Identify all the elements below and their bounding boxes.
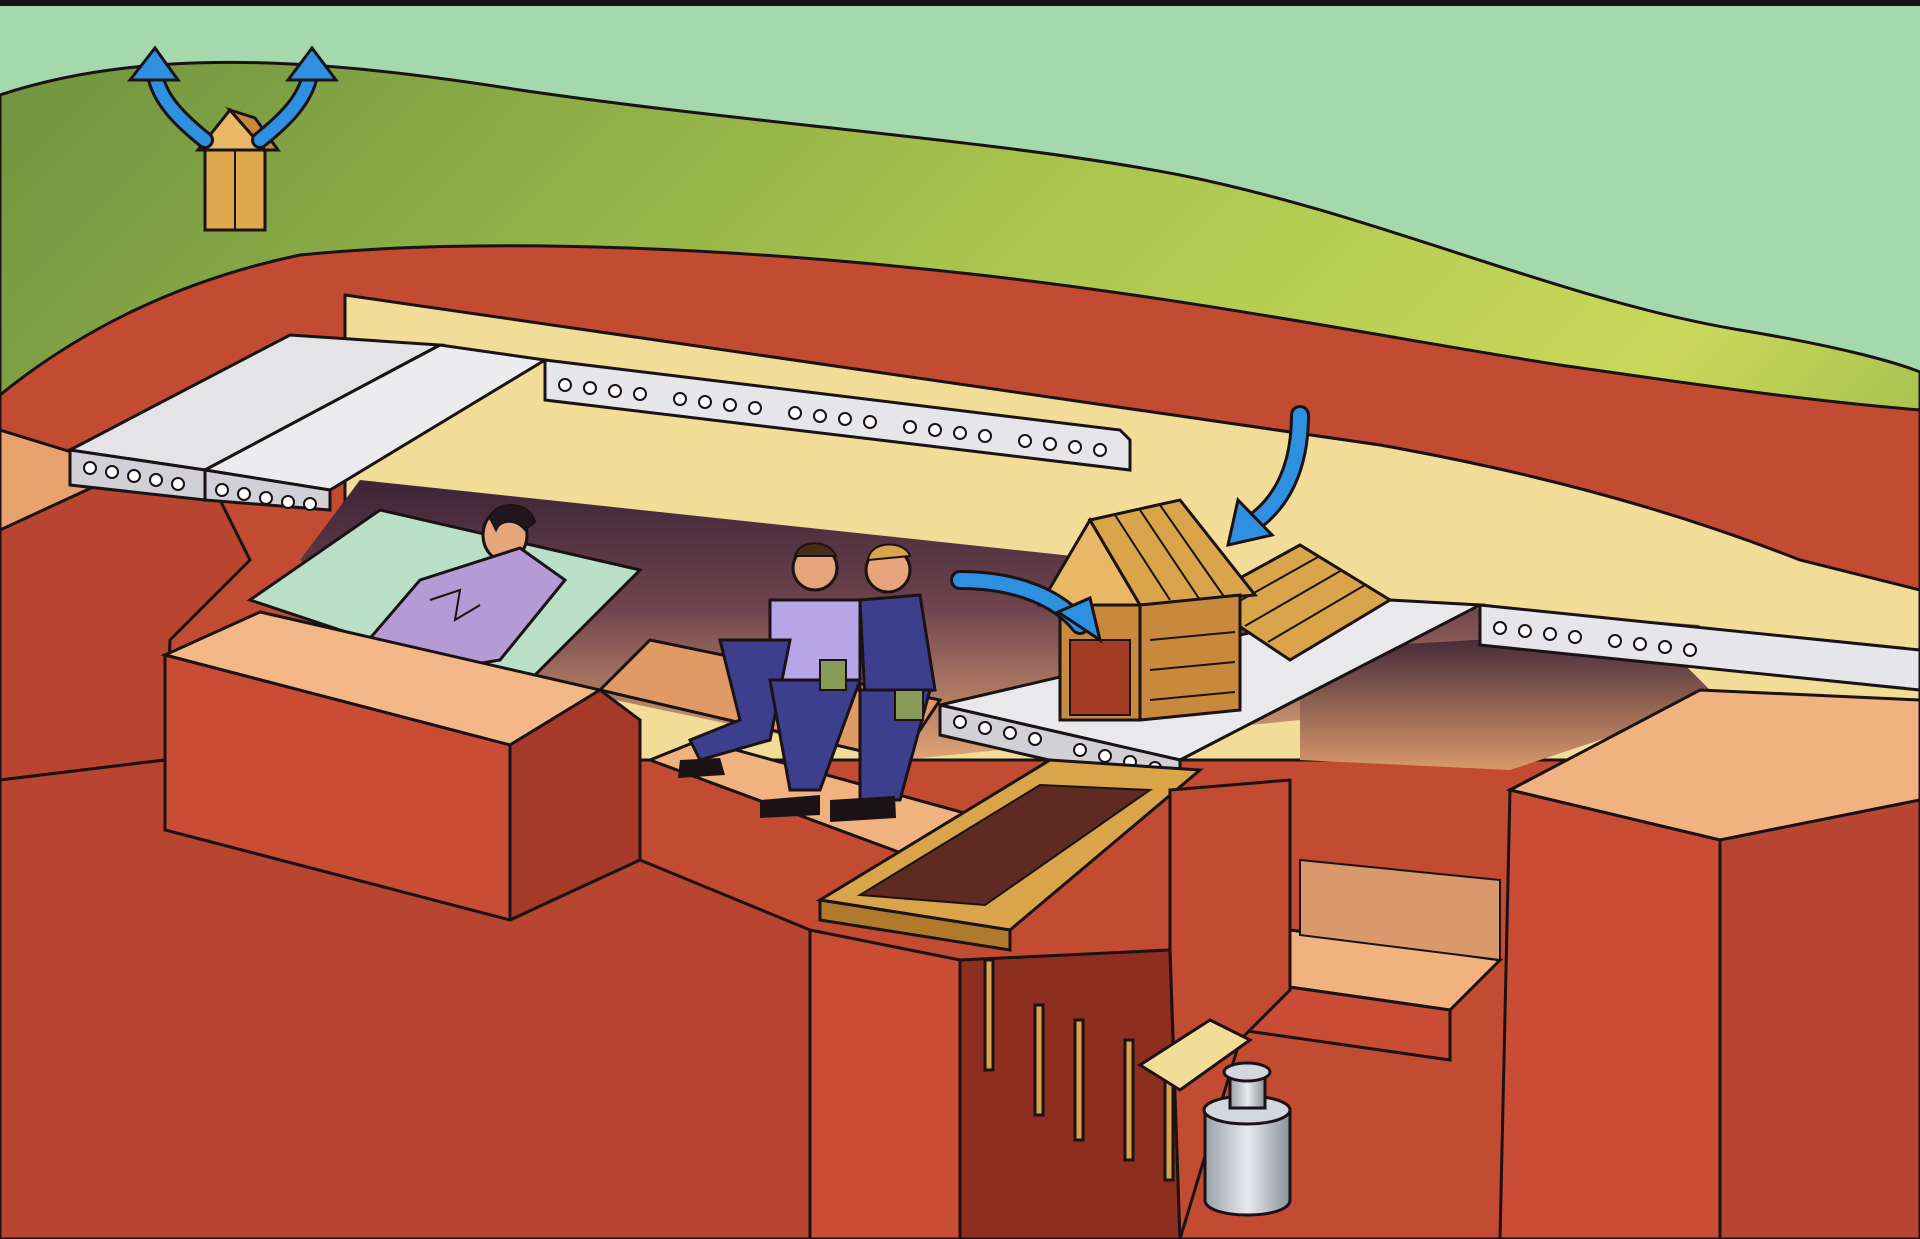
entrance-hatch [815, 758, 1204, 952]
wooden-step-planks [1197, 543, 1393, 662]
roof-beam-row [543, 358, 1920, 692]
left-bench-block [160, 610, 642, 923]
left-earth-top [0, 428, 135, 532]
water-can [1202, 1061, 1292, 1217]
right-earth-block [1498, 688, 1920, 1239]
entry-shaft [808, 778, 1292, 1239]
seated-people [678, 542, 937, 822]
foreground-soil [0, 758, 812, 1239]
sleeping-area [246, 504, 643, 692]
ladder [983, 958, 1253, 1182]
exhaust-vent [194, 106, 281, 232]
air-intake-hut [1037, 498, 1258, 722]
roof-slabs-left [65, 333, 550, 512]
top-border [0, 0, 1920, 6]
curved-up-arrow-icon [126, 45, 339, 149]
curved-down-arrow-icon [950, 405, 1310, 644]
lower-ledge [1236, 858, 1504, 1062]
